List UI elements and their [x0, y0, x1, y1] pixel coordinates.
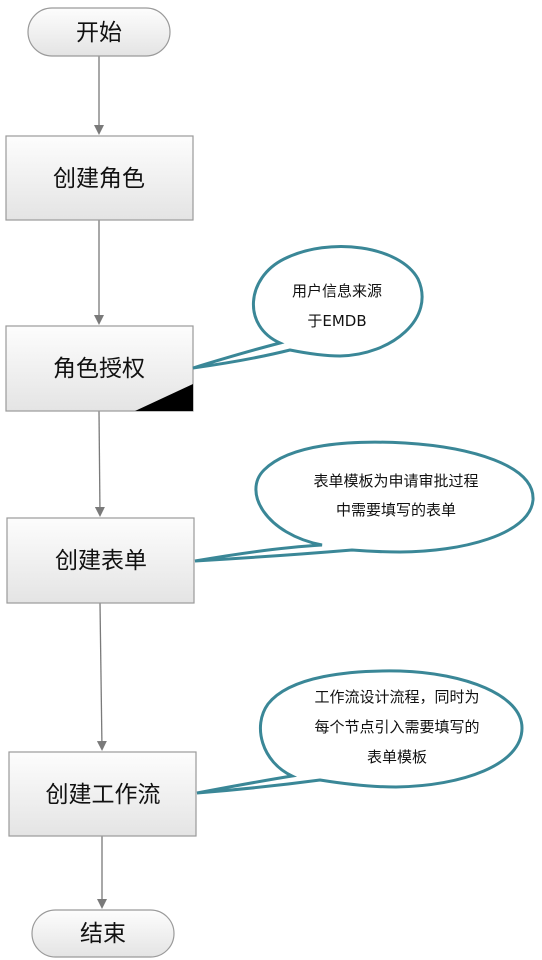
role-auth-node: 角色授权: [5, 325, 194, 412]
create-workflow-node: 创建工作流: [8, 751, 197, 837]
start-node: 开始: [27, 7, 171, 57]
create-form-label: 创建表单: [55, 548, 147, 574]
callout-bubble: [196, 669, 524, 795]
arrow-role-auth-to-create-form: [94, 410, 105, 517]
create-workflow-label: 创建工作流: [46, 782, 161, 808]
callout-form-template: 表单模板为申请审批过程 中需要填写的表单: [194, 440, 535, 563]
corner-marker: [135, 384, 193, 411]
callout-workflow-design: 工作流设计流程，同时为 每个节点引入需要填写的 表单模板: [196, 669, 524, 795]
callout-line: 表单模板为申请审批过程: [313, 472, 478, 490]
callout-line: 表单模板: [367, 748, 427, 766]
callout-bubble: [192, 245, 424, 370]
end-label: 结束: [80, 921, 126, 947]
end-node: 结束: [31, 909, 175, 958]
callout-line: 于EMDB: [307, 312, 366, 330]
connectors: [94, 56, 107, 909]
role-auth-label: 角色授权: [53, 356, 145, 382]
callout-bubble: [194, 440, 535, 563]
create-form-node: 创建表单: [6, 517, 195, 604]
callout-line: 每个节点引入需要填写的: [314, 718, 479, 736]
create-role-label: 创建角色: [53, 166, 145, 192]
create-role-node: 创建角色: [5, 135, 194, 221]
start-label: 开始: [76, 20, 122, 46]
callout-line: 工作流设计流程，同时为: [314, 688, 479, 706]
callout-line: 用户信息来源: [292, 282, 382, 300]
callout-user-info: 用户信息来源 于EMDB: [192, 245, 424, 370]
callout-line: 中需要填写的表单: [336, 501, 456, 519]
arrow-create-form-to-create-workflow: [96, 602, 107, 751]
